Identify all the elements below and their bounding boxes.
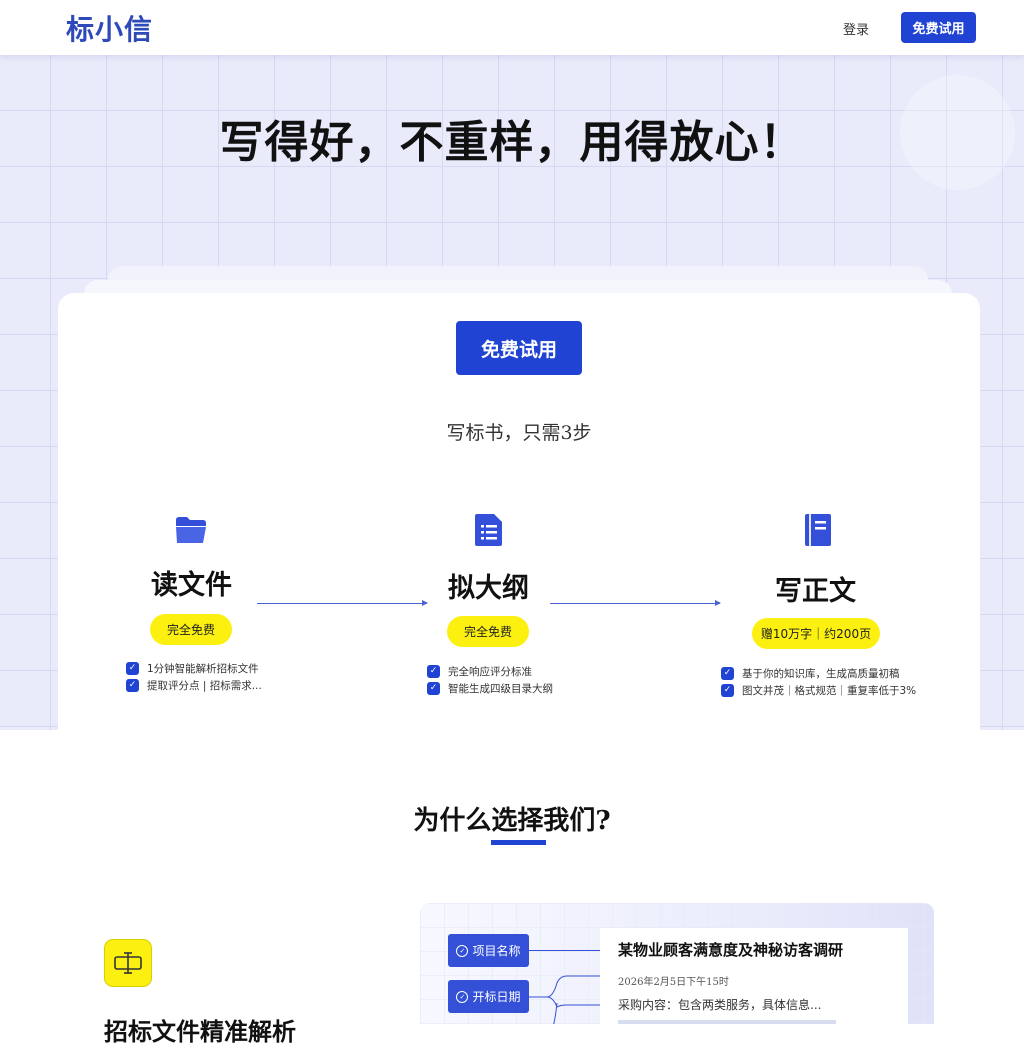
connector-line — [529, 950, 604, 951]
feature-item: ✓智能生成四级目录大纲 — [427, 680, 553, 696]
hero-free-trial-button[interactable]: 免费试用 — [456, 321, 582, 375]
document-icon — [475, 514, 502, 546]
check-circle-icon: ✓ — [456, 990, 469, 1003]
doc-title: 某物业顾客满意度及神秘访客调研 — [618, 941, 844, 959]
doc-content: 采购内容：包含两类服务，具体信息... — [618, 998, 822, 1012]
step-badge: 完全免费 — [447, 616, 529, 647]
tag-project-name: ✓项目名称 — [448, 934, 529, 967]
decorative-circle — [900, 75, 1015, 190]
connector-curve — [529, 975, 601, 1024]
why-title: 为什么选择我们? — [413, 806, 611, 836]
book-icon — [805, 514, 831, 546]
top-nav: 标小信 登录 免费试用 — [0, 0, 1024, 55]
step-badge: 赠10万字｜约200页 — [752, 618, 880, 649]
check-icon: ✓ — [427, 664, 440, 678]
doc-highlight-bar — [618, 1020, 836, 1024]
check-icon: ✓ — [721, 666, 734, 680]
step-title: 拟大纲 — [448, 573, 529, 604]
nav-free-trial-button[interactable]: 免费试用 — [901, 12, 976, 43]
arrow-connector — [257, 600, 428, 606]
doc-date: 2026年2月5日下午15时 — [618, 977, 729, 988]
steps-subtitle: 写标书，只需3步 — [446, 422, 592, 444]
step-badge: 完全免费 — [150, 614, 232, 645]
feature-item: ✓完全响应评分标准 — [427, 663, 532, 679]
step-title: 写正文 — [775, 576, 856, 607]
feature-item: ✓提取评分点 | 招标需求... — [126, 677, 262, 693]
check-circle-icon: ✓ — [456, 944, 469, 957]
folder-icon — [176, 517, 206, 543]
document-preview: 某物业顾客满意度及神秘访客调研 2026年2月5日下午15时 采购内容：包含两类… — [600, 928, 908, 1024]
login-link[interactable]: 登录 — [843, 23, 870, 38]
check-icon: ✓ — [126, 661, 139, 675]
feature-item: ✓1分钟智能解析招标文件 — [126, 660, 259, 676]
steps-card: 免费试用 写标书，只需3步 读文件 完全免费 ✓1分钟智能解析招标文件 ✓提取评… — [58, 293, 980, 730]
feature-item: ✓基于你的知识库，生成高质量初稿 — [721, 665, 900, 681]
parse-demo-panel: ✓项目名称 ✓开标日期 某物业顾客满意度及神秘访客调研 2026年2月5日下午1… — [420, 903, 934, 1024]
feature-heading: 招标文件精准解析 — [104, 1017, 296, 1046]
tag-bid-date: ✓开标日期 — [448, 980, 529, 1013]
check-icon: ✓ — [721, 683, 734, 697]
arrow-connector — [550, 600, 721, 606]
step-title: 读文件 — [151, 570, 232, 601]
title-underline — [491, 840, 546, 845]
check-icon: ✓ — [126, 678, 139, 692]
check-icon: ✓ — [427, 681, 440, 695]
text-cursor-icon — [104, 939, 152, 987]
hero-headline: 写得好，不重样，用得放心！ — [219, 117, 805, 168]
logo[interactable]: 标小信 — [66, 13, 154, 46]
feature-item: ✓图文并茂｜格式规范｜重复率低于3% — [721, 682, 916, 698]
